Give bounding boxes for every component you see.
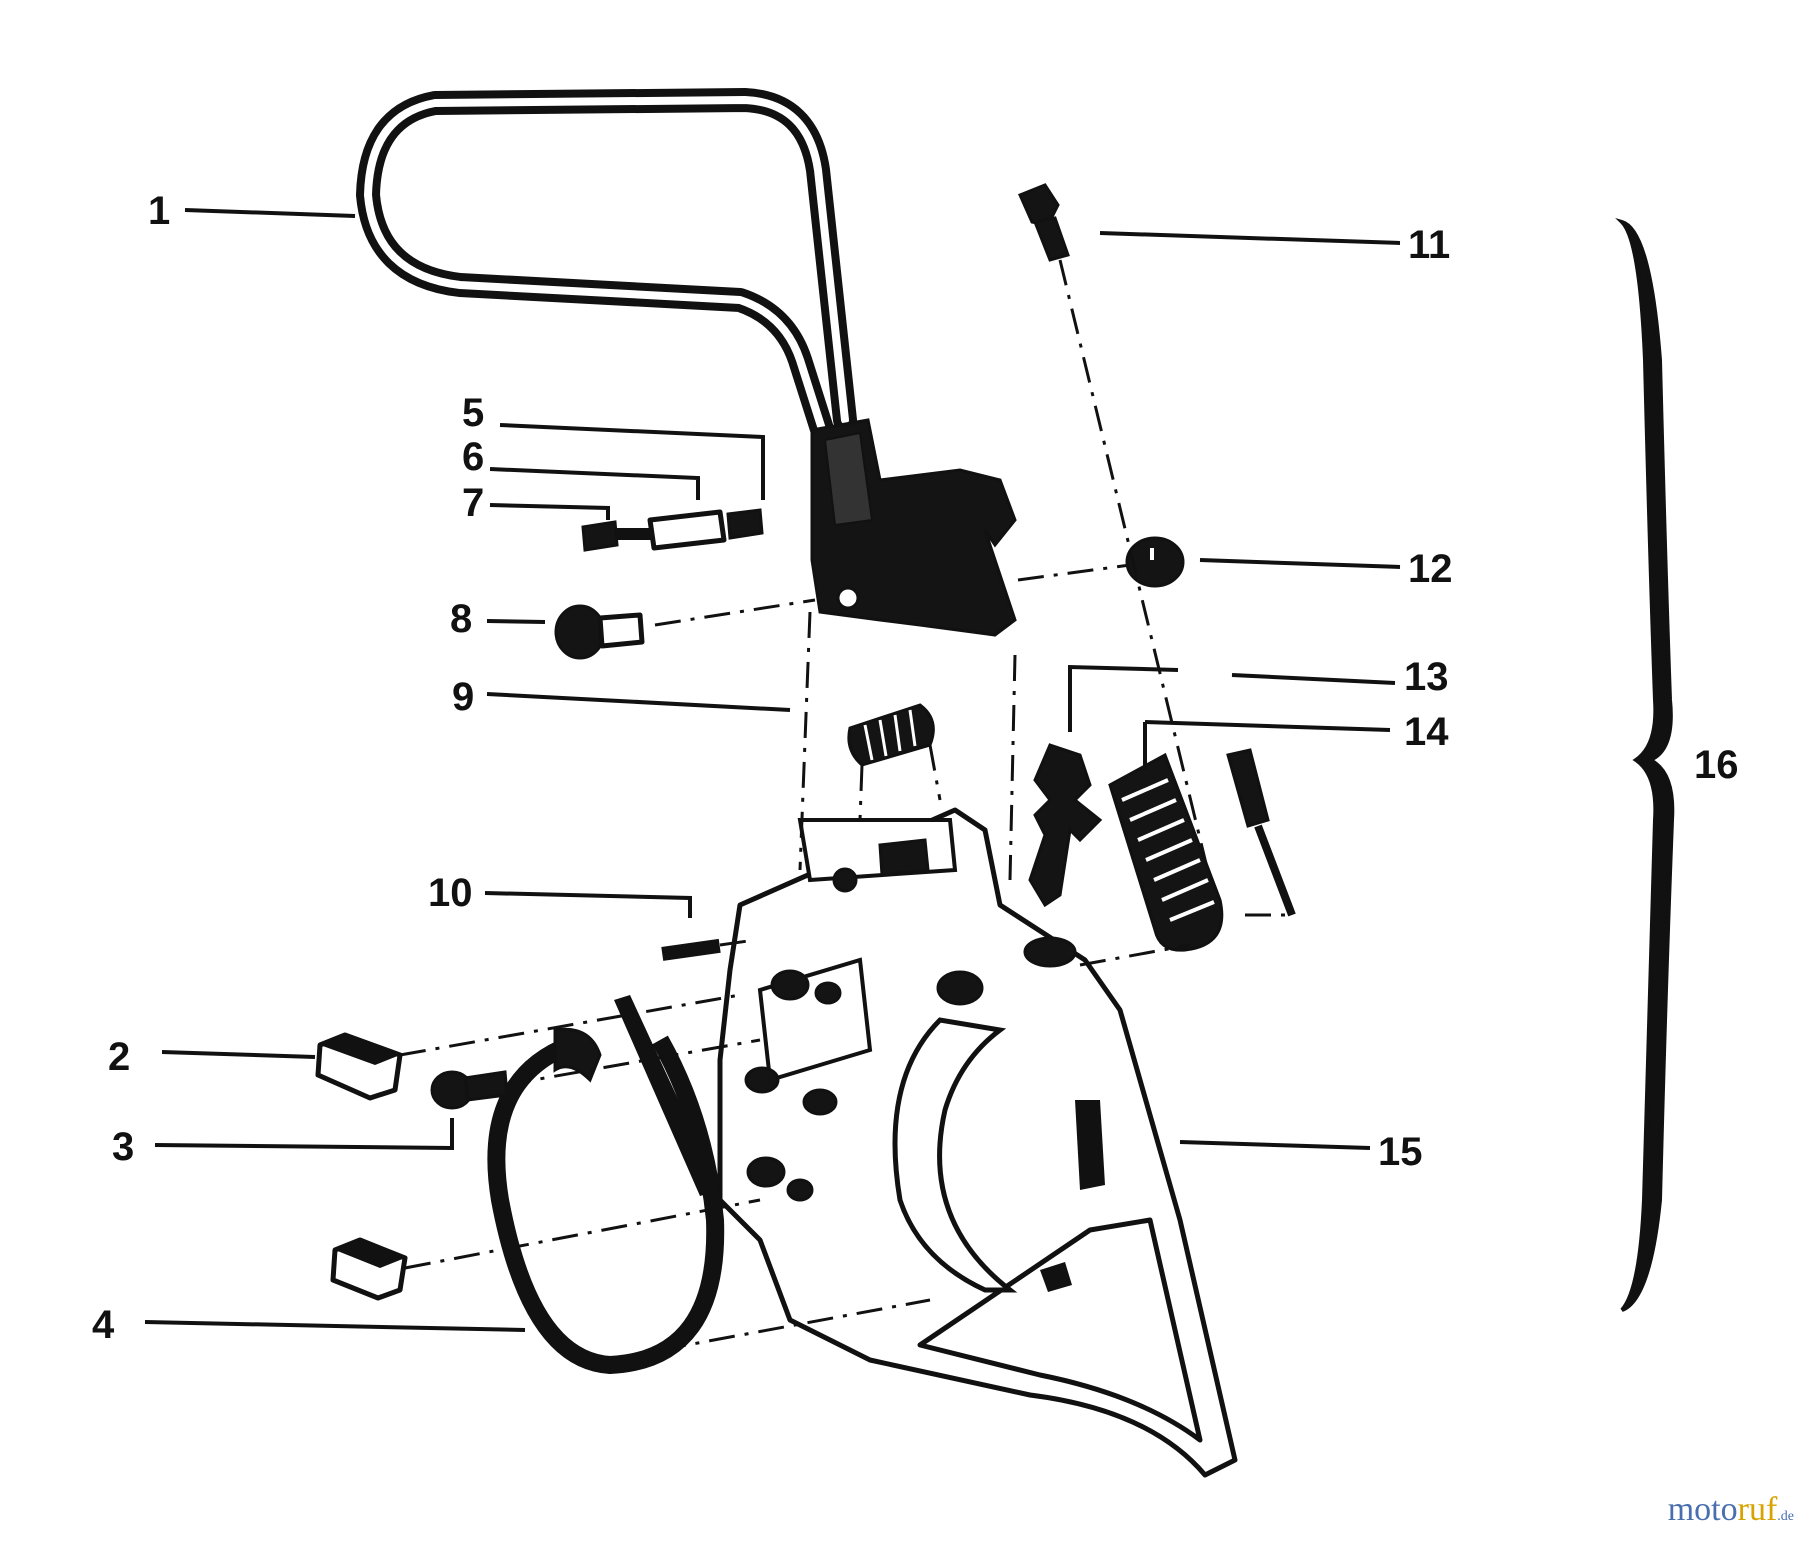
part-12-nut	[1125, 536, 1185, 588]
part-15-sprocket-cover	[717, 807, 1238, 1478]
callout-labels: 1 5 6 7 8 9 10 11 12 13 14 15 16 2 3 4	[92, 189, 1739, 1347]
part-3-screw	[430, 1070, 509, 1110]
callout-15: 15	[1378, 1130, 1423, 1174]
callout-10: 10	[428, 871, 473, 915]
callout-1: 1	[148, 189, 170, 233]
block-bottom	[330, 1237, 408, 1301]
leader-lines	[144, 208, 1401, 1332]
callout-8: 8	[450, 597, 472, 641]
callout-4: 4	[92, 1303, 115, 1347]
callout-7: 7	[462, 481, 484, 525]
part-13-pawl	[1028, 743, 1103, 908]
callout-16: 16	[1694, 743, 1739, 787]
callout-6: 6	[462, 435, 484, 479]
callout-3: 3	[112, 1125, 134, 1169]
part-11-screw	[1017, 183, 1070, 262]
part-10-pin	[661, 938, 721, 961]
callout-11: 11	[1408, 223, 1450, 267]
callout-9: 9	[452, 675, 474, 719]
parts-5-6-7-pin-assembly	[581, 508, 764, 552]
callout-13: 13	[1404, 655, 1449, 699]
part-9-spring	[847, 703, 935, 767]
part-1-handle-guard	[356, 88, 857, 482]
part-4-brake-band	[487, 995, 725, 1375]
part-14-spring	[1108, 748, 1296, 952]
watermark: motoruf.de	[1668, 1491, 1794, 1529]
callout-12: 12	[1408, 547, 1453, 591]
brake-lever	[810, 418, 1017, 637]
watermark-part1: moto	[1667, 1491, 1738, 1528]
assembly-lines	[399, 259, 1290, 1352]
callout-14: 14	[1404, 710, 1449, 754]
callout-2: 2	[108, 1035, 130, 1079]
watermark-part3: .de	[1777, 1509, 1794, 1524]
part-8-shoulder-screw	[554, 604, 645, 660]
part-2-block	[315, 1032, 403, 1101]
callout-5: 5	[462, 391, 484, 435]
watermark-part2: ruf	[1737, 1491, 1778, 1528]
assembly-brace	[1615, 217, 1675, 1312]
